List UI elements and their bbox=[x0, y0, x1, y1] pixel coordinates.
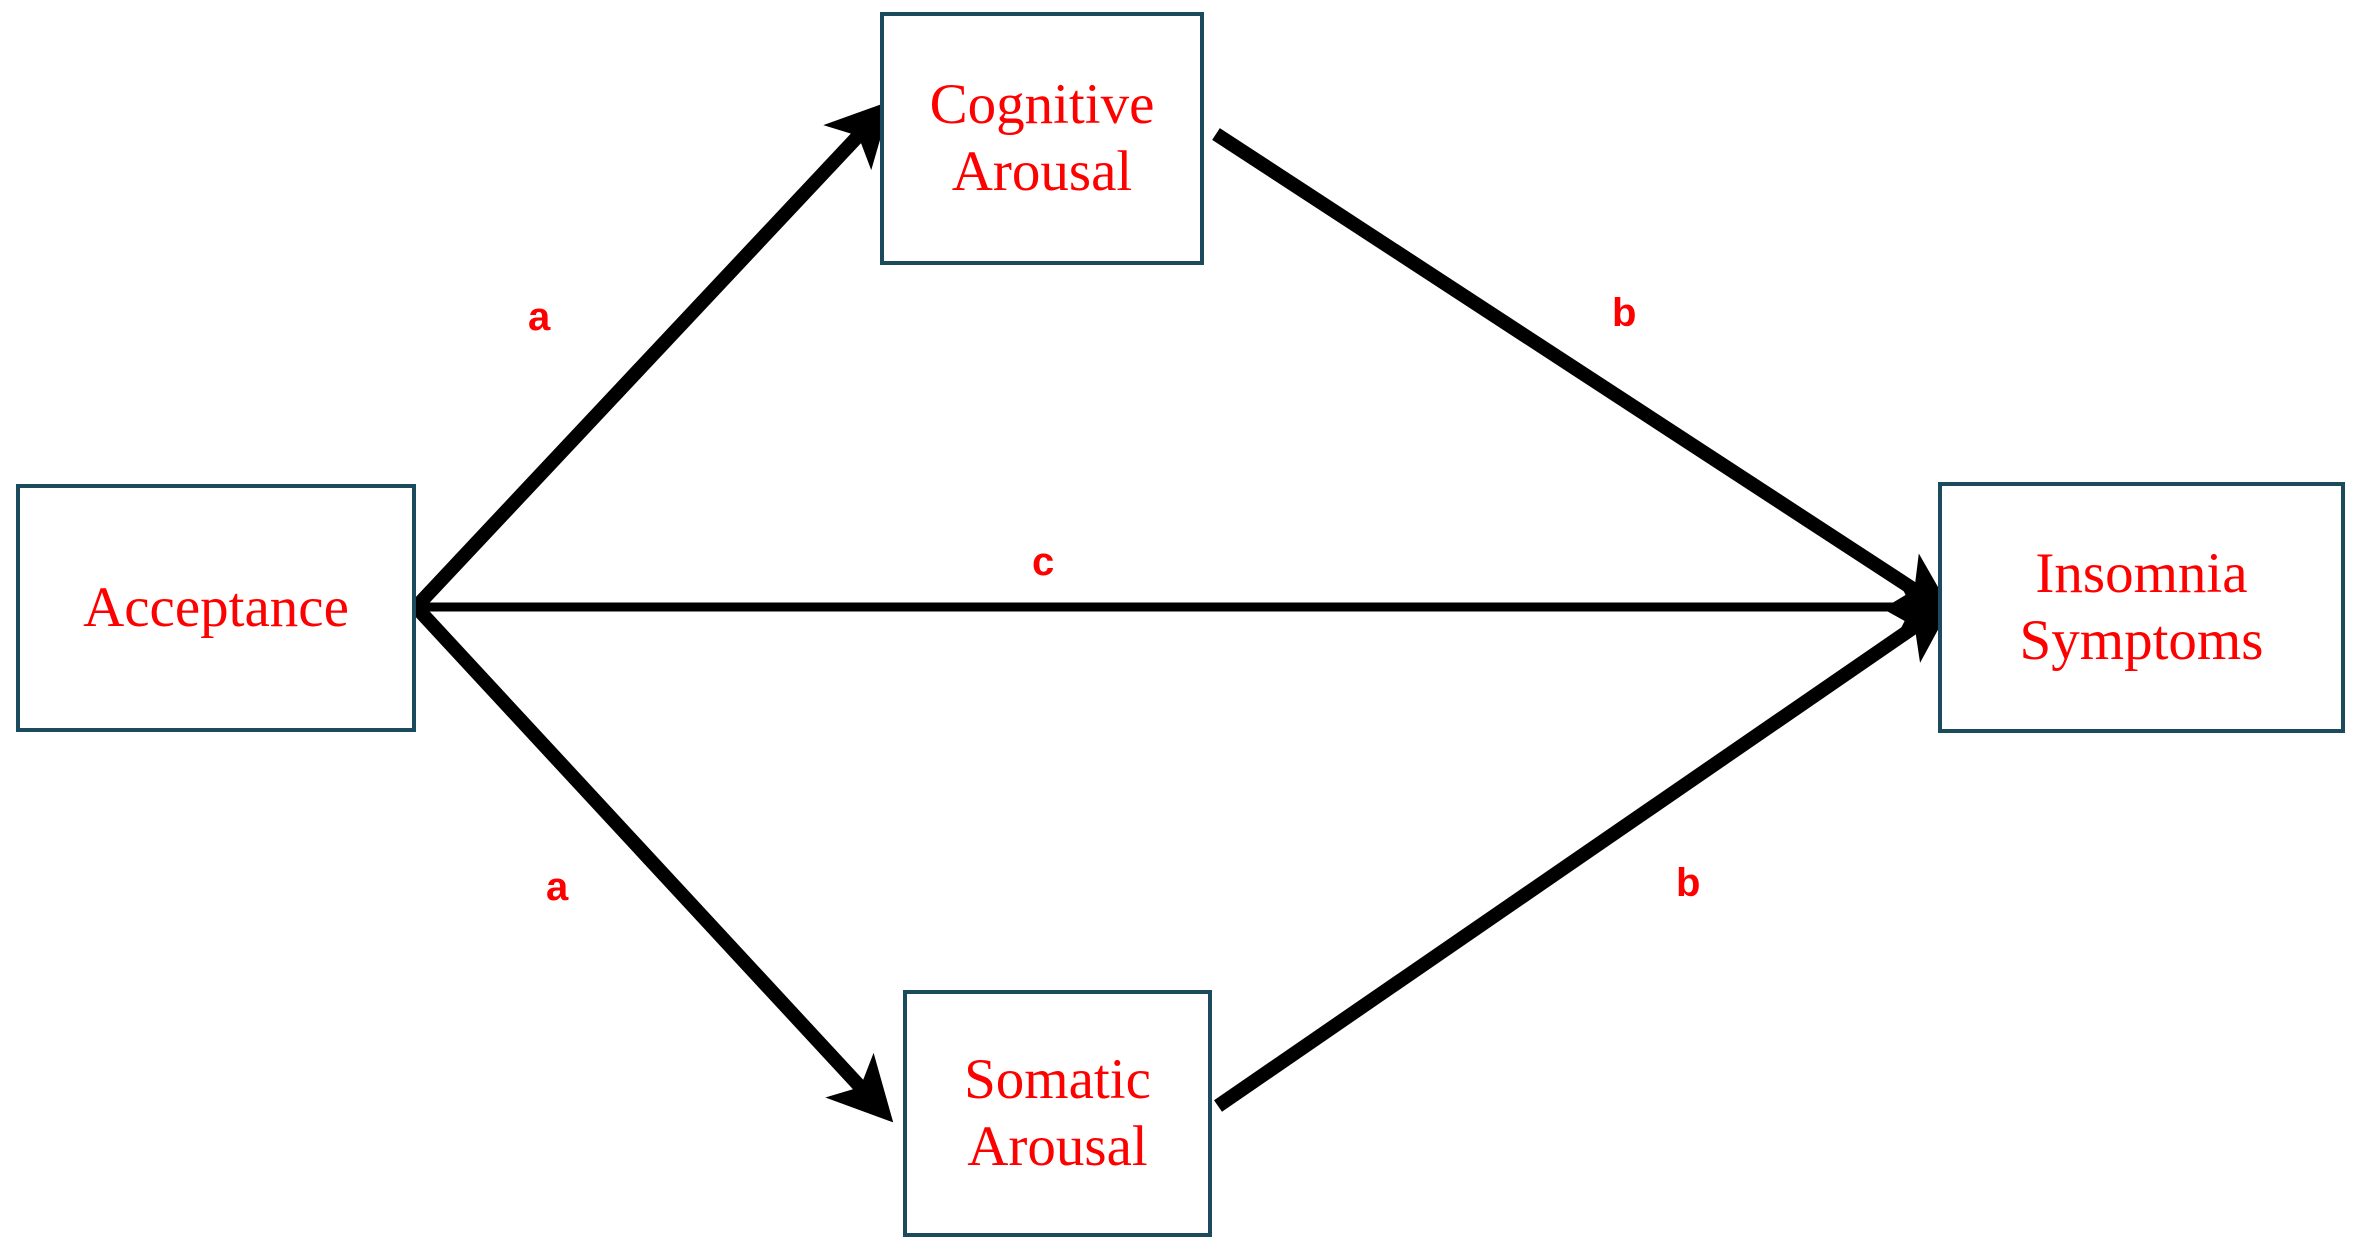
path-arrow-a-cognitive bbox=[410, 100, 892, 612]
node-acceptance[interactable]: Acceptance bbox=[16, 484, 416, 732]
path-label-b-cognitive: b bbox=[1612, 291, 1637, 335]
node-somatic-arousal-label: Somatic Arousal bbox=[964, 1047, 1151, 1178]
node-cognitive-arousal-label: Cognitive Arousal bbox=[929, 72, 1155, 203]
node-somatic-arousal[interactable]: Somatic Arousal bbox=[903, 990, 1212, 1237]
node-insomnia-symptoms-label: Insomnia Symptoms bbox=[2019, 541, 2264, 672]
path-label-c-direct: c bbox=[1032, 540, 1055, 584]
path-label-b-somatic: b bbox=[1676, 861, 1701, 905]
node-acceptance-label: Acceptance bbox=[83, 575, 349, 639]
path-arrow-a-somatic bbox=[410, 602, 894, 1123]
node-cognitive-arousal[interactable]: Cognitive Arousal bbox=[880, 12, 1204, 265]
path-arrow-b-cognitive bbox=[1212, 128, 1955, 617]
node-insomnia-symptoms[interactable]: Insomnia Symptoms bbox=[1938, 482, 2345, 733]
path-label-a-somatic: a bbox=[546, 865, 569, 909]
path-arrow-b-somatic bbox=[1214, 599, 1955, 1112]
path-label-a-cognitive: a bbox=[528, 295, 551, 339]
